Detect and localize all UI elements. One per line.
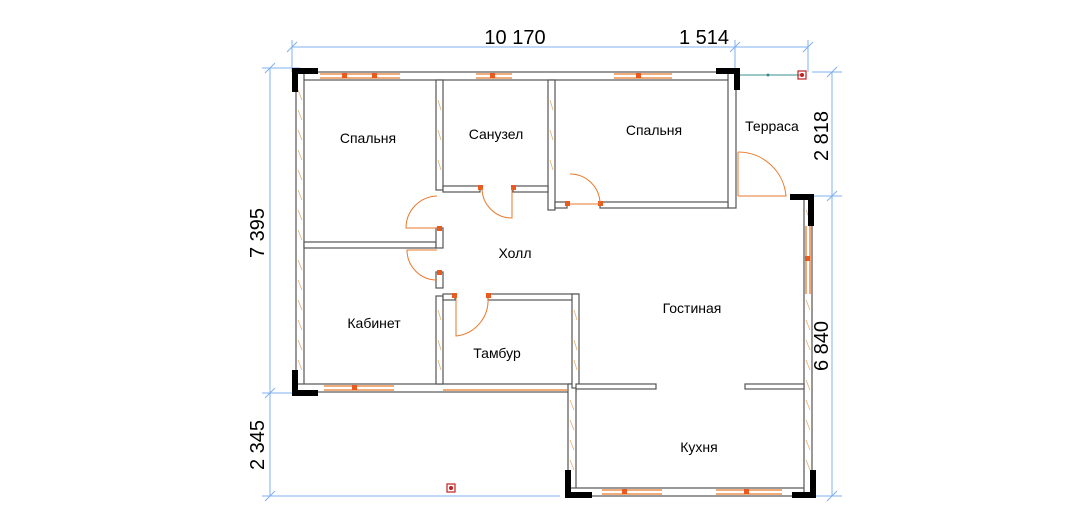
room-label-bedroom2: Спальня — [626, 122, 682, 138]
room-label-kitchen: Кухня — [680, 439, 717, 455]
window-markers — [342, 73, 810, 494]
room-label-bedroom1: Спальня — [340, 130, 396, 146]
dimension-lines — [262, 40, 842, 502]
doors — [405, 151, 787, 337]
dim-right-main: 6 840 — [811, 321, 833, 371]
dim-left-height: 7 395 — [247, 208, 269, 258]
room-label-terrace: Терраса — [745, 118, 799, 134]
wall-hatching — [297, 89, 811, 471]
dim-top-main: 10 170 — [484, 27, 545, 49]
dimension-labels: 10 170 1 514 7 395 2 345 2 818 6 840 — [247, 27, 833, 470]
site-marker — [446, 483, 456, 493]
corner-posts — [292, 68, 816, 498]
room-label-bathroom: Санузел — [469, 126, 524, 142]
terrace-railing — [736, 70, 807, 80]
room-label-vestibule: Тамбур — [473, 345, 521, 361]
dim-left-lower: 2 345 — [247, 420, 269, 470]
dim-right-terrace: 2 818 — [811, 111, 833, 161]
dim-top-terrace: 1 514 — [679, 27, 729, 49]
room-label-office: Кабинет — [347, 315, 401, 331]
room-label-hall: Холл — [499, 245, 532, 261]
room-labels: Спальня Санузел Спальня Терраса Холл Гос… — [340, 118, 799, 455]
room-label-living: Гостиная — [663, 300, 722, 316]
